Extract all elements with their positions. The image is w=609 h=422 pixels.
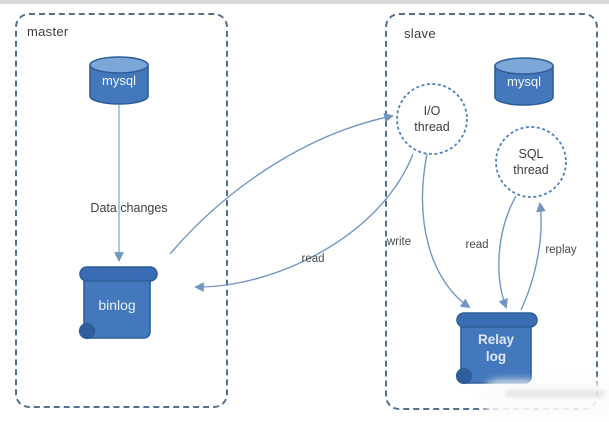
watermark-smudge: [505, 390, 605, 397]
replay-edge-label: replay: [545, 243, 577, 256]
master-box-label: master: [27, 24, 69, 39]
read-binlog-edge-label: read: [301, 252, 325, 265]
io-thread-label: I/O thread: [414, 104, 450, 134]
write-edge-label: write: [386, 235, 412, 248]
relay-log-label: Relay log: [477, 332, 515, 364]
master-database-label: mysql: [102, 72, 136, 88]
read-relay-edge-label: read: [465, 238, 489, 251]
top-border-strip: [0, 0, 609, 4]
sql-thread-label: SQL thread: [513, 147, 549, 177]
slave-database-label: mysql: [507, 73, 541, 89]
watermark-blur: [487, 386, 609, 410]
binlog-label: binlog: [98, 297, 136, 314]
io-thread-read-binlog-arrow: [194, 153, 414, 292]
data-changes-label: Data changes: [90, 200, 168, 215]
slave-box-label: slave: [404, 26, 436, 41]
